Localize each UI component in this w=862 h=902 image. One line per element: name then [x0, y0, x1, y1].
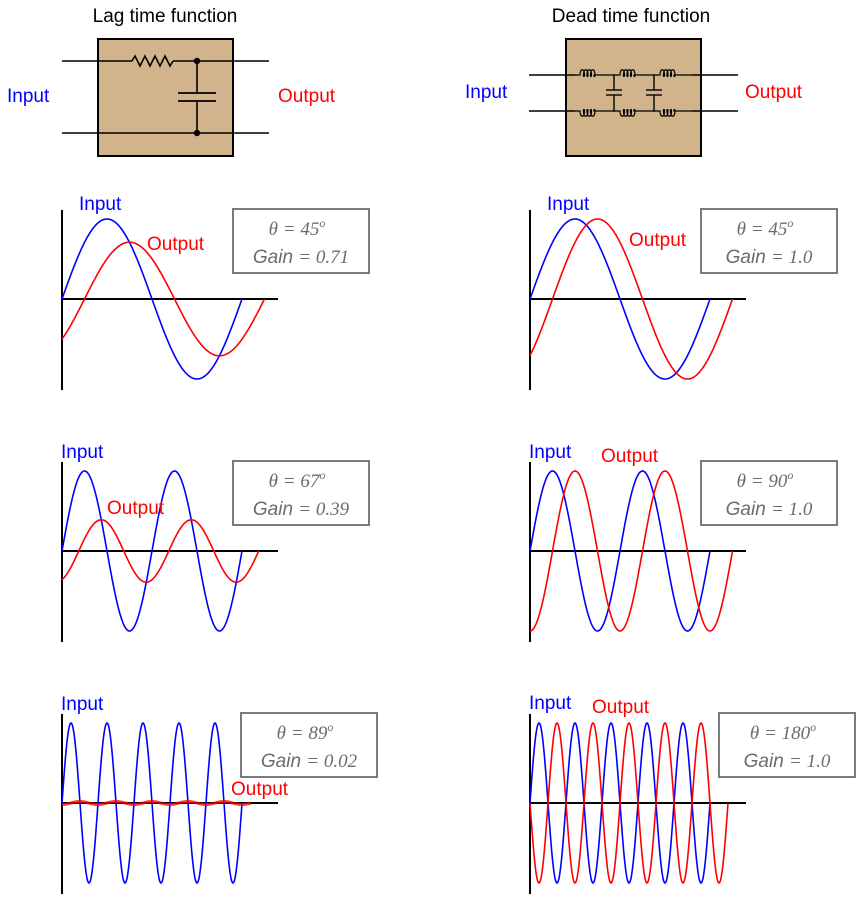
output-wave: [529, 722, 729, 884]
theta-value: θ = 180: [750, 723, 811, 744]
lc-ladder: [529, 69, 738, 117]
input-wave: [61, 470, 243, 632]
dead-title: Dead time function: [552, 6, 710, 27]
input-wave-label: Input: [79, 194, 122, 215]
gain-word: Gain: [744, 751, 789, 772]
theta-value: θ = 45: [269, 219, 320, 240]
gain-label: Gain = 0.02: [261, 751, 358, 772]
resistor-icon: [131, 54, 174, 68]
dead-circuit: [529, 38, 738, 157]
gain-value: = 1.0: [771, 247, 813, 268]
degree-symbol: o: [787, 468, 793, 482]
input-wave: [529, 470, 711, 632]
lag-title: Lag time function: [93, 6, 238, 27]
lag-circuit-output-label: Output: [278, 86, 336, 107]
inductor-icon: [575, 108, 612, 117]
input-wave-label: Input: [61, 694, 104, 715]
input-wave-label: Input: [547, 194, 590, 215]
output-wave: [61, 799, 252, 807]
annotation-frame: [700, 208, 838, 274]
input-wave-label: Input: [61, 442, 104, 463]
lag-circuit-input-label: Input: [7, 86, 50, 107]
lag-circuit: [62, 38, 269, 157]
input-wave: [529, 218, 711, 380]
gain-word: Gain: [726, 247, 771, 268]
input-wave: [61, 722, 243, 884]
gain-word: Gain: [261, 751, 306, 772]
annotation-frame: [718, 712, 856, 778]
gain-value: = 0.39: [298, 499, 349, 520]
input-wave-label: Input: [529, 693, 572, 714]
gain-value: = 1.0: [789, 751, 831, 772]
output-wave-label: Output: [147, 234, 205, 255]
theta-value: θ = 90: [737, 471, 788, 492]
output-wave-label: Output: [592, 697, 650, 718]
degree-symbol: o: [810, 720, 816, 734]
annotation-frame: [232, 208, 370, 274]
gain-word: Gain: [726, 499, 771, 520]
theta-value: θ = 45: [737, 219, 788, 240]
inductor-icon: [655, 108, 692, 117]
gain-word: Gain: [253, 247, 298, 268]
inductor-icon: [615, 108, 652, 117]
gain-value: = 0.02: [306, 751, 357, 772]
junction-dot: [193, 129, 201, 137]
theta-label: θ = 45o: [737, 216, 794, 240]
output-wave: [61, 241, 266, 357]
degree-symbol: o: [327, 720, 333, 734]
theta-label: θ = 67o: [269, 468, 326, 492]
output-wave-label: Output: [629, 230, 687, 251]
degree-symbol: o: [787, 216, 793, 230]
gain-label: Gain = 0.39: [253, 499, 350, 520]
dead-circuit-input-label: Input: [465, 82, 508, 103]
output-wave-label: Output: [231, 779, 289, 800]
theta-value: θ = 89: [277, 723, 328, 744]
dead-circuit-box: [565, 38, 702, 157]
gain-value: = 1.0: [771, 499, 813, 520]
junction-dot: [193, 57, 201, 65]
dead-circuit-output-label: Output: [745, 82, 803, 103]
theta-label: θ = 89o: [277, 720, 334, 744]
inductor-icon: [575, 69, 612, 78]
annotation-frame: [240, 712, 378, 778]
gain-word: Gain: [253, 499, 298, 520]
gain-label: Gain = 1.0: [726, 247, 813, 268]
theta-value: θ = 67: [269, 471, 321, 492]
inductor-icon: [615, 69, 652, 78]
annotation-frame: [700, 460, 838, 526]
gain-label: Gain = 0.71: [253, 247, 349, 268]
gain-value: = 0.71: [298, 247, 349, 268]
output-wave: [529, 218, 734, 380]
degree-symbol: o: [319, 216, 325, 230]
gain-label: Gain = 1.0: [744, 751, 831, 772]
output-wave-label: Output: [601, 446, 659, 467]
degree-symbol: o: [319, 468, 325, 482]
theta-label: θ = 180o: [750, 720, 816, 744]
input-wave: [61, 218, 243, 380]
input-wave-label: Input: [529, 442, 572, 463]
output-wave: [61, 518, 260, 584]
annotation-frame: [232, 460, 370, 526]
gain-label: Gain = 1.0: [726, 499, 813, 520]
theta-label: θ = 45o: [269, 216, 326, 240]
inductor-icon: [655, 69, 692, 78]
theta-label: θ = 90o: [737, 468, 794, 492]
output-wave-label: Output: [107, 498, 165, 519]
output-wave: [529, 470, 734, 632]
